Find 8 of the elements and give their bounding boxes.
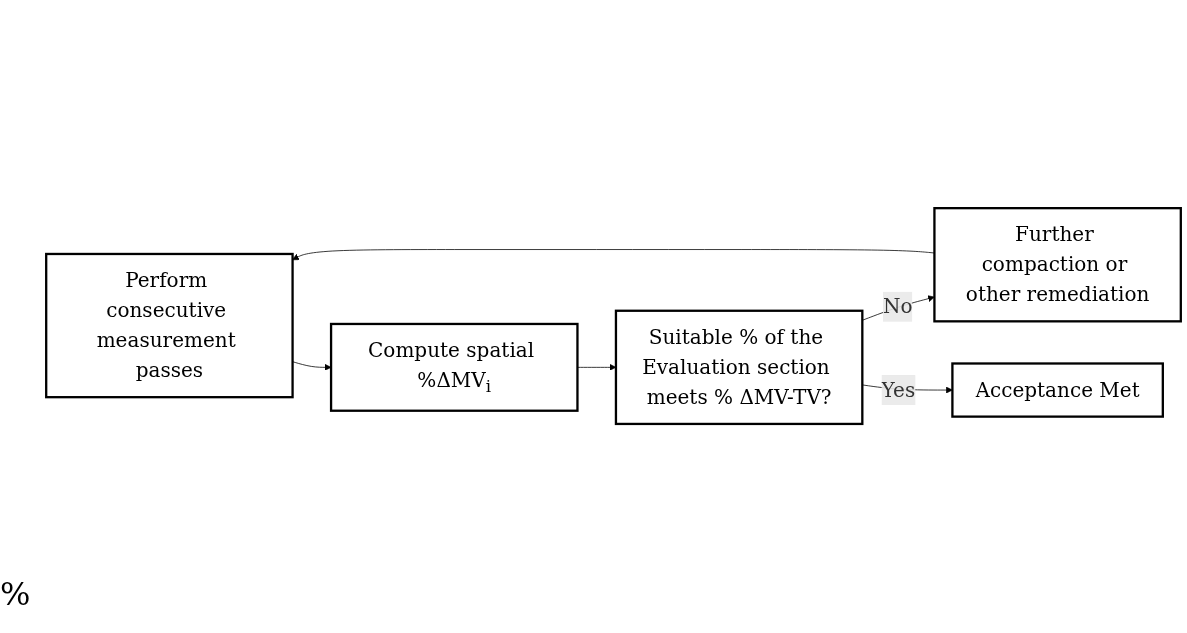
node-box: Perform consecutive measurement passes [45,253,294,399]
node-box: Compute spatial %ΔMV$_{i}$ [329,323,579,413]
node-box: Acceptance Met [951,362,1164,419]
edge-label: No [882,295,913,319]
edge-label: Yes [881,378,916,402]
node-box: Suitable % of the Evaluation section meets % ΔMV-TV? [614,310,864,426]
node-box: Further compaction or other remediation [933,207,1182,323]
note-text: % [0,575,31,613]
